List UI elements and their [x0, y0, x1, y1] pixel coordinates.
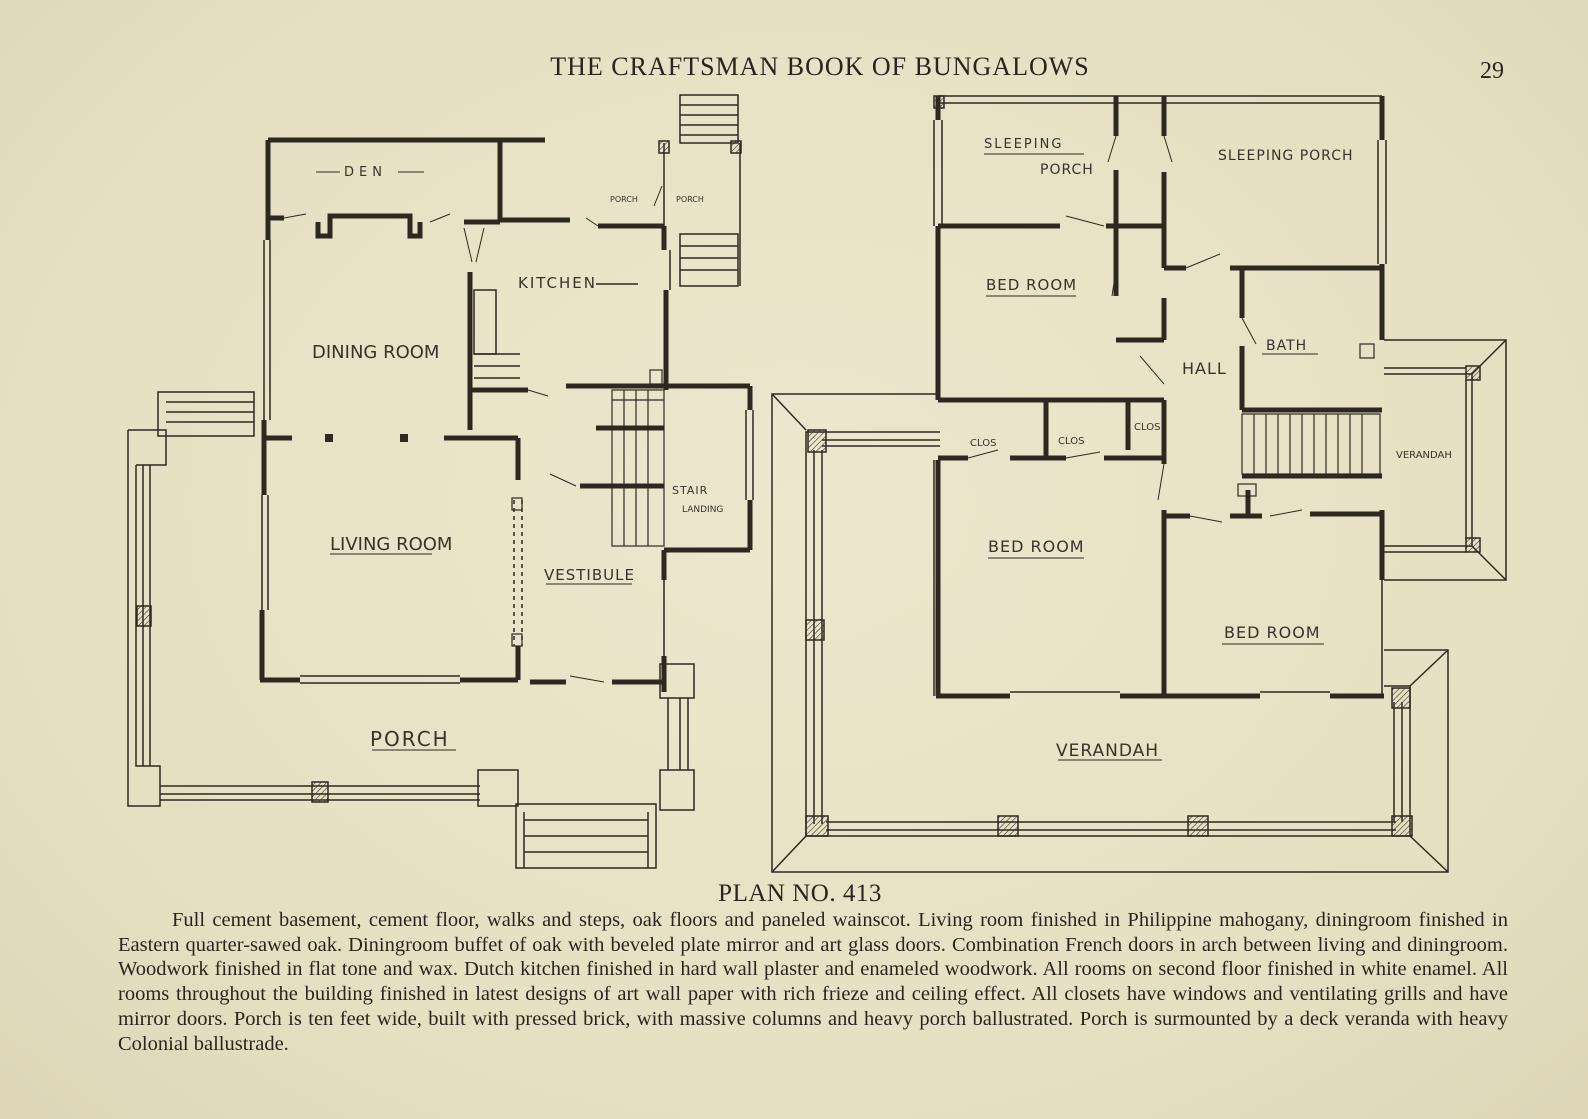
- label-clos-3: CLOS: [1134, 422, 1160, 433]
- label-kitchen: KITCHEN: [518, 274, 597, 292]
- label-vestibule: VESTIBULE: [544, 566, 635, 584]
- label-den: DEN: [344, 165, 387, 180]
- second-floor-plan: SLEEPING PORCH SLEEPING PORCH BED ROOM B…: [771, 95, 1507, 873]
- front-porch: [127, 391, 695, 869]
- door-swings: [283, 185, 663, 683]
- label-stair: STAIR: [672, 484, 708, 497]
- page-number: 29: [1480, 58, 1504, 84]
- main-stair: [611, 369, 665, 547]
- label-bed-room-1: BED ROOM: [986, 276, 1077, 294]
- label-clos-2: CLOS: [1058, 436, 1084, 447]
- first-floor-plan: DEN PORCH PORCH KITCHEN DINING ROOM LIVI…: [127, 94, 754, 869]
- label-living-room: LIVING ROOM: [330, 534, 452, 555]
- label-verandah-front: VERANDAH: [1056, 741, 1159, 761]
- label-bed-room-2: BED ROOM: [988, 537, 1085, 556]
- first-floor-windows: [261, 240, 754, 684]
- second-floor-walls: [935, 96, 1385, 699]
- label-porch-b: PORCH: [676, 195, 704, 204]
- first-floor-labels: DEN PORCH PORCH KITCHEN DINING ROOM LIVI…: [312, 165, 723, 751]
- second-floor-labels: SLEEPING PORCH SLEEPING PORCH BED ROOM B…: [970, 137, 1452, 761]
- upper-door-swings: [967, 135, 1303, 523]
- label-clos-1: CLOS: [970, 438, 996, 449]
- plan-title: PLAN NO. 413: [718, 880, 882, 907]
- label-verandah-side: VERANDAH: [1396, 450, 1452, 461]
- upper-stair: [1237, 343, 1381, 497]
- label-porch: PORCH: [370, 727, 450, 751]
- basement-stair: [473, 289, 520, 379]
- verandah-outline: [771, 339, 1507, 873]
- label-porch-a: PORCH: [610, 195, 638, 204]
- label-bed-room-3: BED ROOM: [1224, 623, 1321, 642]
- back-steps: [658, 94, 742, 287]
- second-floor-windows: [933, 95, 1387, 696]
- label-sleeping-porch-left-2: PORCH: [1040, 162, 1094, 178]
- label-sleeping-porch-left-1: SLEEPING: [984, 137, 1063, 152]
- label-dining-room: DINING ROOM: [312, 342, 439, 363]
- running-header: THE CRAFTSMAN BOOK OF BUNGALOWS: [550, 52, 1090, 81]
- dining-columns: [325, 434, 523, 647]
- label-sleeping-porch-right: SLEEPING PORCH: [1218, 148, 1354, 164]
- label-hall: HALL: [1182, 359, 1227, 378]
- first-floor-walls: [259, 137, 753, 692]
- label-landing: LANDING: [682, 505, 723, 515]
- plan-description: Full cement basement, cement floor, walk…: [118, 909, 1508, 1055]
- label-bath: BATH: [1266, 338, 1307, 354]
